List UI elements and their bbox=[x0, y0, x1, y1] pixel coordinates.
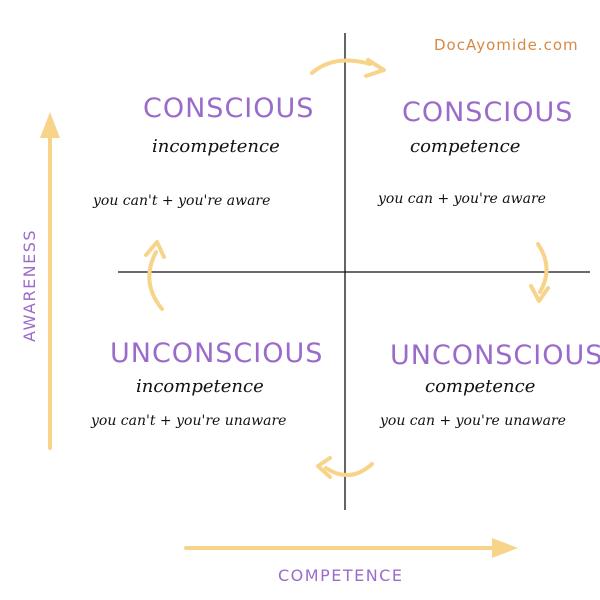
top-right-title: CONSCIOUS bbox=[402, 97, 574, 128]
top-left-title: CONSCIOUS bbox=[143, 93, 315, 124]
bottom-right-title: UNCONSCIOUS bbox=[390, 340, 600, 371]
awareness-axis-arrow bbox=[40, 112, 60, 450]
competence-axis-label: COMPETENCE bbox=[278, 566, 404, 585]
awareness-axis-label: AWARENESS bbox=[20, 228, 39, 342]
watermark-text: DocAyomide.com bbox=[434, 36, 579, 54]
top-left-subtitle: incompetence bbox=[152, 136, 280, 157]
cycle-arrow-right bbox=[529, 242, 550, 303]
bottom-left-subtitle: incompetence bbox=[136, 376, 264, 397]
bottom-right-description: you can + you're unaware bbox=[380, 413, 566, 429]
top-left-description: you can't + you're aware bbox=[93, 193, 271, 209]
top-right-description: you can + you're aware bbox=[378, 191, 546, 207]
cycle-arrow-bottom bbox=[316, 456, 374, 479]
competence-axis-arrow bbox=[184, 538, 518, 558]
top-right-subtitle: competence bbox=[410, 136, 521, 157]
bottom-left-description: you can't + you're unaware bbox=[91, 413, 287, 429]
bottom-right-subtitle: competence bbox=[425, 376, 536, 397]
cycle-arrow-left bbox=[144, 240, 166, 311]
cycle-arrow-top bbox=[310, 58, 386, 78]
bottom-left-title: UNCONSCIOUS bbox=[110, 338, 324, 369]
